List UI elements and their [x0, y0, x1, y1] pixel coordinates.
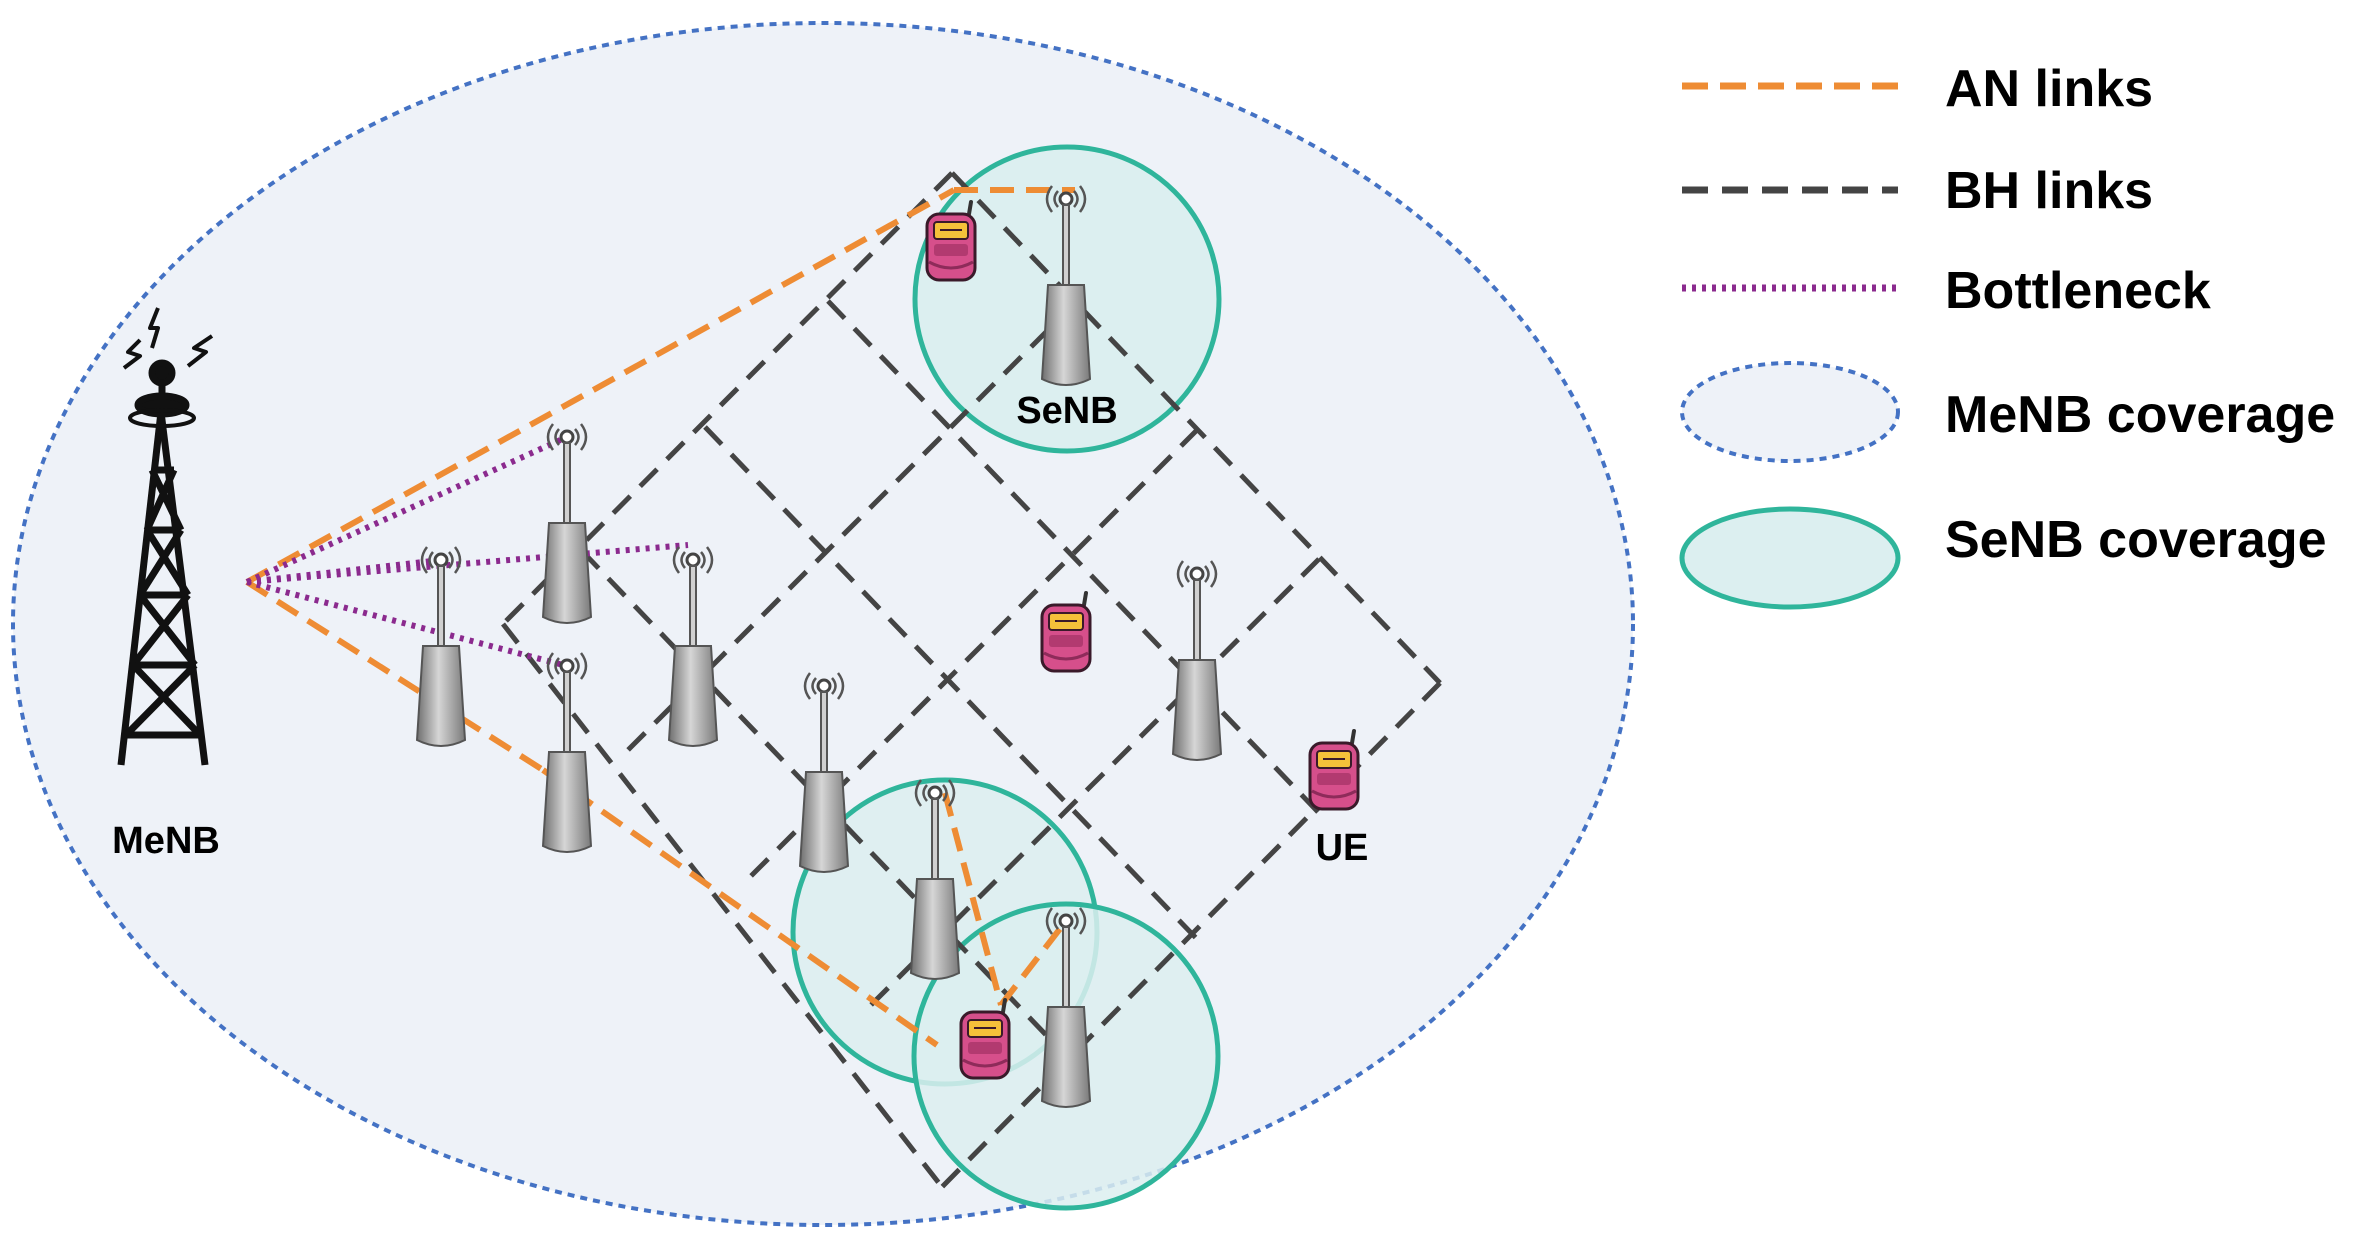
legend-senb-coverage-label: SeNB coverage	[1945, 511, 2327, 569]
legend-bottleneck-label: Bottleneck	[1945, 262, 2211, 320]
bh-links-grid	[501, 171, 1442, 1189]
ue-label: UE	[1316, 827, 1369, 869]
legend-an-label: AN links	[1945, 60, 2153, 118]
an-links	[245, 187, 1075, 1048]
senb-label: SeNB	[1016, 390, 1117, 432]
legend-menb-coverage-swatch	[1680, 361, 1900, 463]
menb-label: MeNB	[112, 820, 220, 862]
legend-bh-label: BH links	[1945, 162, 2153, 220]
menb-coverage-area	[11, 21, 1635, 1227]
macro-tower-icon	[117, 307, 214, 766]
legend-senb-coverage-swatch	[1679, 506, 1901, 610]
bottleneck-links	[245, 434, 689, 669]
legend: AN links BH links Bottleneck MeNB covera…	[1679, 60, 2335, 610]
legend-menb-coverage-label: MeNB coverage	[1945, 386, 2335, 444]
